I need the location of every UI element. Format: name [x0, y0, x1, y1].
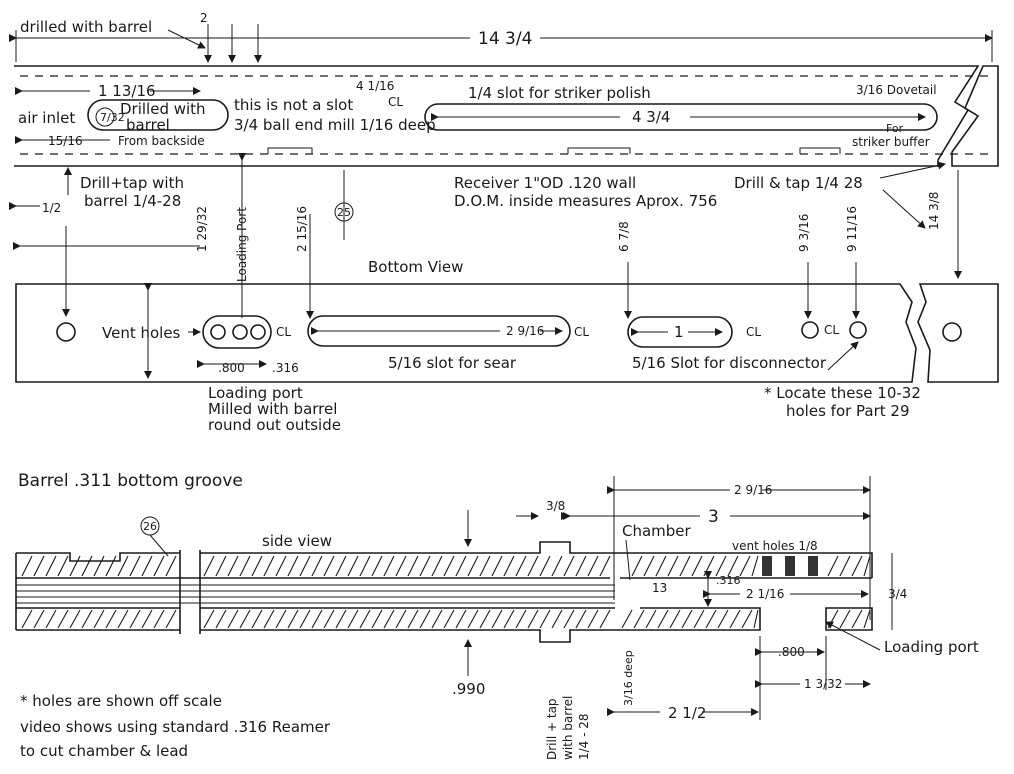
dim-316: .316 — [272, 361, 299, 375]
dim-3-4: 3/4 — [888, 587, 907, 601]
not-slot-line2: 3/4 ball end mill 1/16 deep — [234, 116, 436, 134]
barrel-label: barrel — [126, 116, 170, 134]
dim-15-16: 15/16 — [48, 134, 83, 148]
dim-14-3-4: 14 3/4 — [478, 29, 532, 49]
part-7: 7/32 — [100, 111, 125, 124]
drilled-with-barrel-label: drilled with barrel — [20, 18, 152, 36]
receiver-line2: D.O.M. inside measures Aprox. 756 — [454, 192, 717, 210]
dim-1-3-32: 1 3/32 — [804, 677, 842, 691]
for-label: For — [886, 122, 904, 135]
note-line1: * holes are shown off scale — [20, 692, 222, 710]
dim-2-1-2: 2 1/2 — [668, 704, 706, 722]
drill-tap-barrel-1: Drill + tap — [545, 698, 559, 760]
drill-tap-right: Drill & tap 1/4 28 — [734, 174, 863, 192]
dim-14-3-8: 14 3/8 — [927, 192, 941, 230]
dim-9-11-16: 9 11/16 — [845, 206, 859, 252]
dim-6-7-8: 6 7/8 — [617, 221, 631, 252]
note-line3: to cut chamber & lead — [20, 742, 188, 760]
loading-port-line2: Milled with barrel — [208, 400, 337, 418]
bottom-view: Bottom View 1 29/32 Loading Port 2 15/16… — [13, 153, 999, 434]
loading-port-line1: Loading port — [208, 384, 303, 402]
drill-tap-left-2: barrel 1/4-28 — [84, 192, 181, 210]
cl-top: CL — [388, 95, 403, 109]
dim-800: .800 — [218, 361, 245, 375]
cl-holes: CL — [824, 323, 839, 337]
dim-2: 2 — [200, 11, 208, 25]
dovetail-label: 3/16 Dovetail — [856, 83, 937, 97]
cl-sear: CL — [574, 325, 589, 339]
barrel-title: Barrel .311 bottom groove — [18, 471, 243, 491]
dim-2-9-16: 2 9/16 — [734, 483, 772, 497]
drill-tap-barrel-3: 1/4 - 28 — [577, 713, 591, 760]
striker-buffer-label: striker buffer — [852, 135, 930, 149]
loading-port-barrel: Loading port — [884, 638, 979, 656]
dim-3: 3 — [708, 507, 719, 527]
dim-800-barrel: .800 — [778, 645, 805, 659]
side-view-label: side view — [262, 532, 332, 550]
receiver-line1: Receiver 1"OD .120 wall — [454, 174, 636, 192]
dim-1: 1 — [674, 323, 684, 341]
dim-2-1-16: 2 1/16 — [746, 587, 784, 601]
dim-990: .990 — [452, 680, 485, 698]
vent-holes-label: Vent holes — [102, 324, 181, 342]
dim-4-1-16: 4 1/16 — [356, 79, 394, 93]
dim-1-29-32: 1 29/32 — [195, 206, 209, 252]
locate-line1: * Locate these 10-32 — [764, 384, 921, 402]
note-line2: video shows using standard .316 Reamer — [20, 718, 331, 736]
top-side-view: 14 3/4 drilled with barrel 2 1 13/16 air… — [9, 11, 999, 279]
barrel-view: Barrel .311 bottom groove 26 side view 3… — [15, 471, 979, 760]
dim-3-8: 3/8 — [546, 499, 565, 513]
barrel-hatching — [21, 555, 871, 629]
dim-4-3-4: 4 3/4 — [632, 108, 670, 126]
drill-tap-barrel-2: with barrel — [561, 696, 575, 760]
cl-loading: CL — [276, 325, 291, 339]
dim-9-3-16: 9 3/16 — [797, 214, 811, 252]
loading-port-line3: round out outside — [208, 416, 341, 434]
chamber-label: Chamber — [622, 522, 692, 540]
sear-slot-label: 5/16 slot for sear — [388, 354, 517, 372]
half-dim: 1/2 — [42, 201, 61, 215]
dim-2-9-16-slot: 2 9/16 — [506, 324, 544, 338]
striker-slot-label: 1/4 slot for striker polish — [468, 84, 651, 102]
air-inlet-label: air inlet — [18, 109, 75, 127]
dim-316-barrel: .316 — [716, 574, 741, 587]
drilled-with-label: Drilled with — [120, 100, 206, 118]
locate-line2: holes for Part 29 — [786, 402, 910, 420]
dim-2-15-16: 2 15/16 — [295, 206, 309, 252]
from-backside-label: From backside — [118, 134, 205, 148]
drill-tap-left-1: Drill+tap with — [80, 174, 184, 192]
part-13: 13 — [652, 581, 667, 595]
dim-1-13-16: 1 13/16 — [98, 82, 156, 100]
deep-label: 3/16 deep — [622, 650, 635, 706]
cl-disconnector: CL — [746, 325, 761, 339]
vent-holes-barrel: vent holes 1/8 — [732, 539, 818, 553]
bottom-view-title: Bottom View — [368, 258, 463, 276]
not-slot-line1: this is not a slot — [234, 96, 353, 114]
part-26: 26 — [143, 520, 157, 533]
disconnector-slot-label: 5/16 Slot for disconnector — [632, 354, 827, 372]
